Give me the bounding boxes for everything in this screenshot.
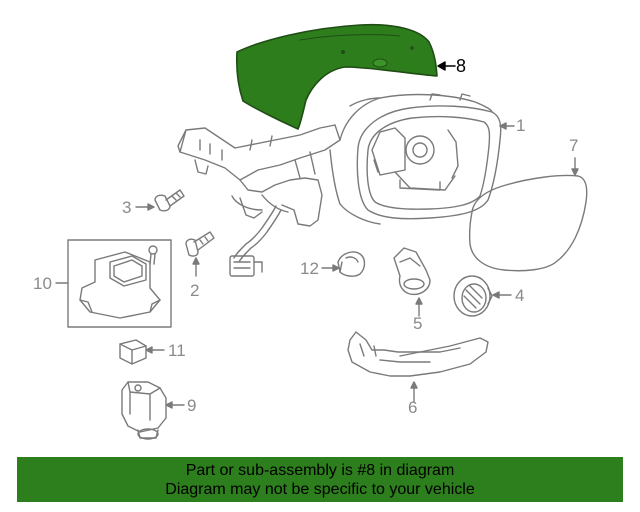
arrow-2-icon	[192, 257, 200, 265]
small-clip-part-11[interactable]	[119, 339, 147, 365]
arrow-9-icon	[165, 401, 173, 409]
sensor-assembly-part-10[interactable]	[67, 239, 172, 328]
callout-6[interactable]: 6	[408, 398, 418, 417]
arrow-7-icon	[571, 168, 579, 176]
mirror-glass-part-7[interactable]	[468, 174, 588, 272]
arrow-8-icon	[437, 61, 446, 71]
arrow-4-icon	[492, 291, 500, 299]
callout-10[interactable]: 10	[33, 274, 52, 293]
turn-signal-lamp-part-6[interactable]	[347, 331, 489, 377]
arrow-6-icon	[410, 381, 418, 389]
callout-1[interactable]: 1	[516, 116, 526, 135]
callout-3[interactable]: 3	[122, 198, 132, 217]
wire-harness	[229, 205, 282, 277]
callout-5[interactable]: 5	[413, 314, 423, 333]
callout-12[interactable]: 12	[300, 259, 319, 278]
screw-part-2[interactable]	[185, 231, 215, 257]
clip-part-12[interactable]	[337, 251, 366, 277]
callout-7[interactable]: 7	[569, 136, 579, 155]
arrow-11-icon	[145, 346, 153, 354]
actuator-motor-part-4[interactable]	[453, 275, 493, 317]
callout-8[interactable]: 8	[456, 56, 467, 76]
callout-11[interactable]: 11	[168, 341, 186, 360]
info-banner: Part or sub-assembly is #8 in diagram Di…	[17, 457, 623, 502]
mirror-housing-part-1[interactable]	[329, 93, 502, 225]
puddle-lamp-part-5[interactable]	[393, 247, 431, 296]
arrow-3-icon	[147, 203, 155, 211]
callout-2[interactable]: 2	[190, 281, 200, 300]
bolt-part-3[interactable]	[154, 189, 185, 212]
arrow-5-icon	[415, 297, 423, 305]
callout-9[interactable]: 9	[187, 396, 197, 415]
camera-sensor-part-9[interactable]	[121, 381, 167, 440]
callout-4[interactable]: 4	[515, 286, 525, 305]
arrow-12-icon	[332, 264, 340, 272]
banner-line-1: Part or sub-assembly is #8 in diagram	[185, 462, 455, 479]
mirror-cover-part-8[interactable]	[235, 23, 438, 130]
arrow-1-icon	[499, 122, 507, 130]
banner-line-2: Diagram may not be specific to your vehi…	[165, 481, 475, 498]
mirror-base-bracket	[177, 124, 341, 227]
